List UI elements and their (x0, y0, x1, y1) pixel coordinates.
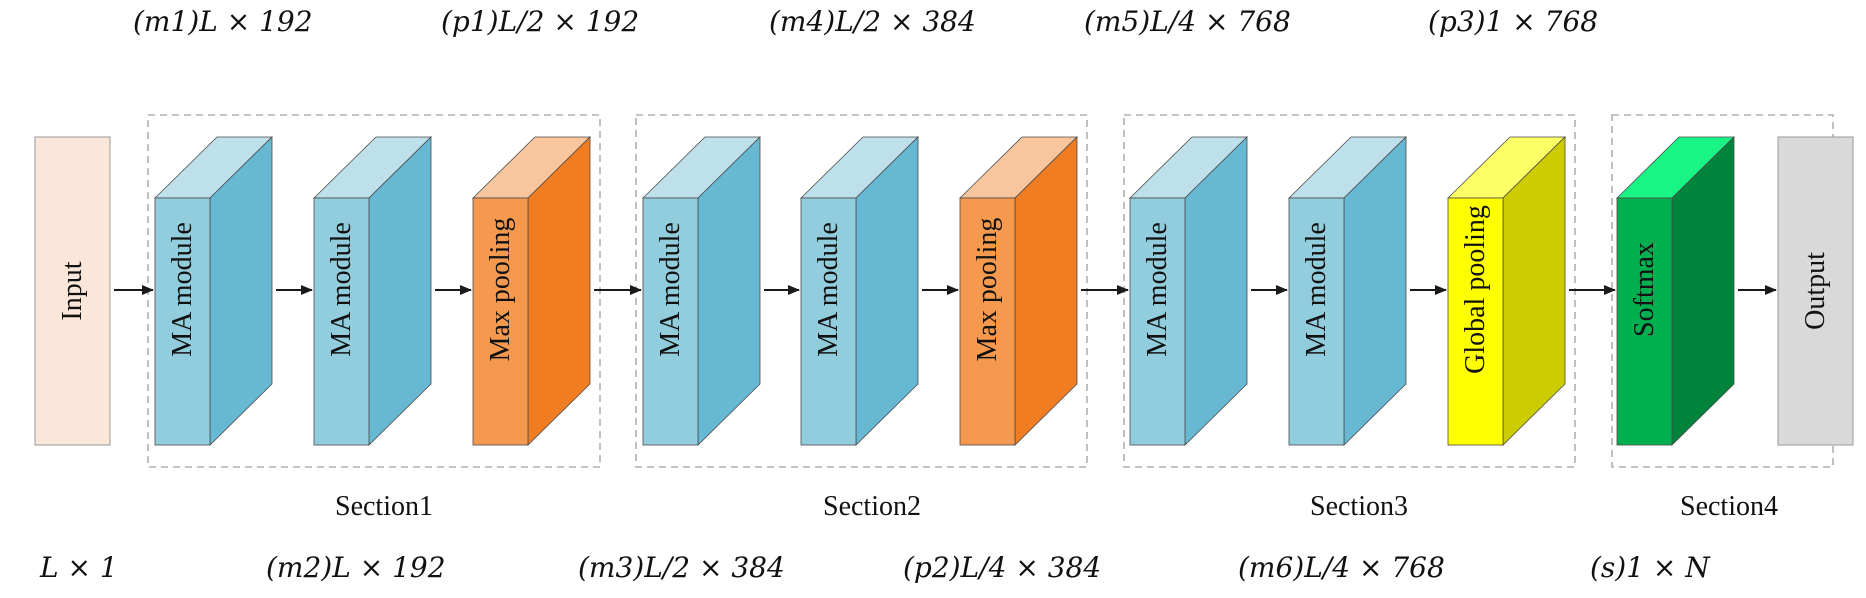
section4-label: Section4 (1680, 491, 1778, 522)
node-maxpool1-front-face (472, 197, 529, 446)
dimension-s: (s)1 × N (1590, 551, 1711, 584)
dimension-m5: (m5)L/4 × 768 (1084, 5, 1291, 38)
dimension-m6: (m6)L/4 × 768 (1238, 551, 1445, 584)
node-softmax-label: Softmax (1629, 242, 1660, 337)
node-ma2-front-face (313, 197, 370, 446)
node-ma1: MA module (154, 136, 273, 446)
section3-label: Section3 (1310, 491, 1408, 522)
node-ma5-label: MA module (1142, 222, 1173, 357)
section1-label: Section1 (335, 491, 433, 522)
node-ma6-label: MA module (1301, 222, 1332, 357)
dimension-p1: (p1)L/2 × 192 (441, 5, 639, 38)
node-ma2-label: MA module (326, 222, 357, 357)
node-maxpool1-label: Max pooling (485, 218, 516, 362)
dimension-m3: (m3)L/2 × 384 (578, 551, 785, 584)
node-globalpool: Global pooling (1447, 136, 1566, 446)
node-ma3-label: MA module (655, 222, 686, 357)
node-output-face (1777, 136, 1854, 446)
dimension-m1: (m1)L × 192 (133, 5, 313, 38)
node-ma6: MA module (1288, 136, 1407, 446)
node-globalpool-front-face (1447, 197, 1504, 446)
node-softmax: Softmax (1616, 136, 1735, 446)
node-maxpool2-label: Max pooling (972, 218, 1003, 362)
node-ma4-label: MA module (813, 222, 844, 357)
node-maxpool1: Max pooling (472, 136, 591, 446)
node-ma4-front-face (800, 197, 857, 446)
node-maxpool2: Max pooling (959, 136, 1078, 446)
nodes-group: Input MA module MA module Max pooling MA mod… (34, 136, 1854, 446)
node-ma1-label: MA module (167, 222, 198, 357)
node-ma3-front-face (642, 197, 699, 446)
node-input-label: Input (57, 261, 88, 320)
node-ma5: MA module (1129, 136, 1248, 446)
node-input: Input (34, 136, 111, 446)
dimension-m2: (m2)L × 192 (266, 551, 446, 584)
dimension-m4: (m4)L/2 × 384 (769, 5, 976, 38)
node-maxpool2-front-face (959, 197, 1016, 446)
node-globalpool-label: Global pooling (1460, 205, 1491, 374)
node-ma1-front-face (154, 197, 211, 446)
node-ma4: MA module (800, 136, 919, 446)
node-input-face (34, 136, 111, 446)
node-ma5-front-face (1129, 197, 1186, 446)
node-ma6-front-face (1288, 197, 1345, 446)
node-softmax-front-face (1616, 197, 1673, 446)
dimension-p2: (p2)L/4 × 384 (903, 551, 1101, 584)
node-ma2: MA module (313, 136, 432, 446)
dimension-p3: (p3)1 × 768 (1428, 5, 1598, 38)
node-output-label: Output (1800, 252, 1831, 330)
section2-label: Section2 (823, 491, 921, 522)
node-ma3: MA module (642, 136, 761, 446)
dimension-input: L × 1 (39, 551, 118, 584)
node-output: Output (1777, 136, 1854, 446)
